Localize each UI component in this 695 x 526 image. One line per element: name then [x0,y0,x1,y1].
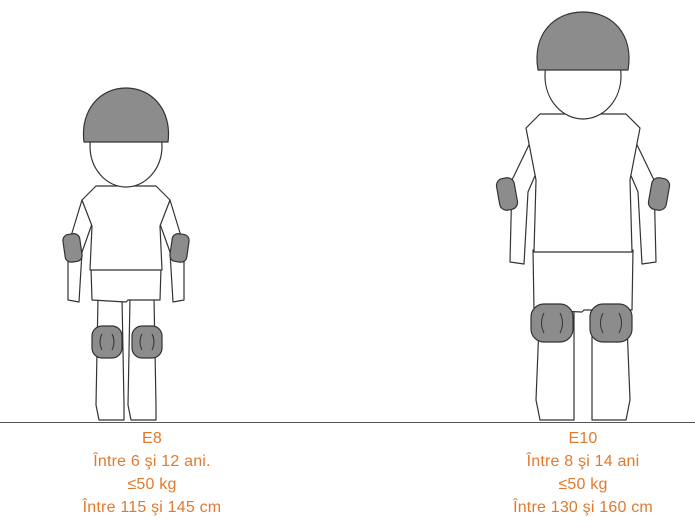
right-leg [128,298,156,420]
height-range: Între 115 şi 145 cm [32,496,272,519]
size-caption-e8: E8 Între 6 şi 12 ani. ≤50 kg Între 115 ş… [32,427,272,519]
size-caption-e10: E10 Între 8 şi 14 ani ≤50 kg Între 130 ş… [463,427,695,519]
left-leg [96,298,124,420]
age-range: Între 8 şi 14 ani [463,450,695,473]
shirt [526,114,640,252]
child-figure-small [68,105,184,420]
knee-pad-icon [92,326,122,358]
weight-limit: ≤50 kg [32,473,272,496]
elbow-pad-icon [62,233,83,263]
weight-limit: ≤50 kg [463,473,695,496]
shorts [533,250,633,312]
shirt [82,186,170,270]
knee-pad-icon [590,304,632,342]
elbow-pad-icon [169,233,190,263]
helmet-icon [83,88,168,142]
shorts [91,268,161,302]
knee-pad-icon [531,304,573,342]
size-code: E8 [32,427,272,450]
helmet-icon [537,12,629,70]
knee-pad-icon [132,326,162,358]
size-code: E10 [463,427,695,450]
child-figure-large [510,33,656,420]
age-range: Între 6 şi 12 ani. [32,450,272,473]
height-range: Între 130 şi 160 cm [463,496,695,519]
